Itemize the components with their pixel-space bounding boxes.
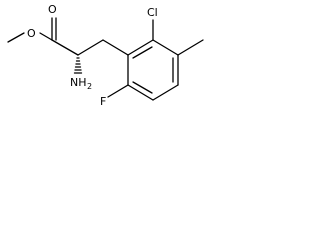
bond-ring-methyl <box>177 39 204 56</box>
ring-bond-5 <box>127 84 154 101</box>
ester-oxygen-label: O <box>27 27 36 40</box>
ring-bond-1 <box>127 39 154 56</box>
structure-diagram: O O Cl F NH 2 <box>0 0 254 136</box>
amine-subscript: 2 <box>87 82 92 91</box>
chlorine-label: Cl <box>147 6 158 19</box>
bond-ch2-ring <box>102 39 129 56</box>
bond-methyl-o <box>7 32 25 43</box>
bond-carbonyl-alpha <box>51 39 79 56</box>
fluorine-label: F <box>100 95 106 108</box>
amine-label: NH <box>70 76 87 89</box>
bond-o-carbonyl <box>39 32 53 41</box>
bond-alpha-ch2 <box>77 39 104 56</box>
bond-ring-f <box>107 84 129 98</box>
ring-double-1 <box>132 46 153 59</box>
hashed-wedge-amine <box>73 57 83 74</box>
ring-bond-4 <box>152 84 179 101</box>
ring-double-3 <box>132 81 153 94</box>
molecule-drawing: O O Cl F NH 2 <box>7 3 204 108</box>
carbonyl-oxygen-label: O <box>48 3 57 16</box>
ring-bond-2 <box>152 39 179 56</box>
